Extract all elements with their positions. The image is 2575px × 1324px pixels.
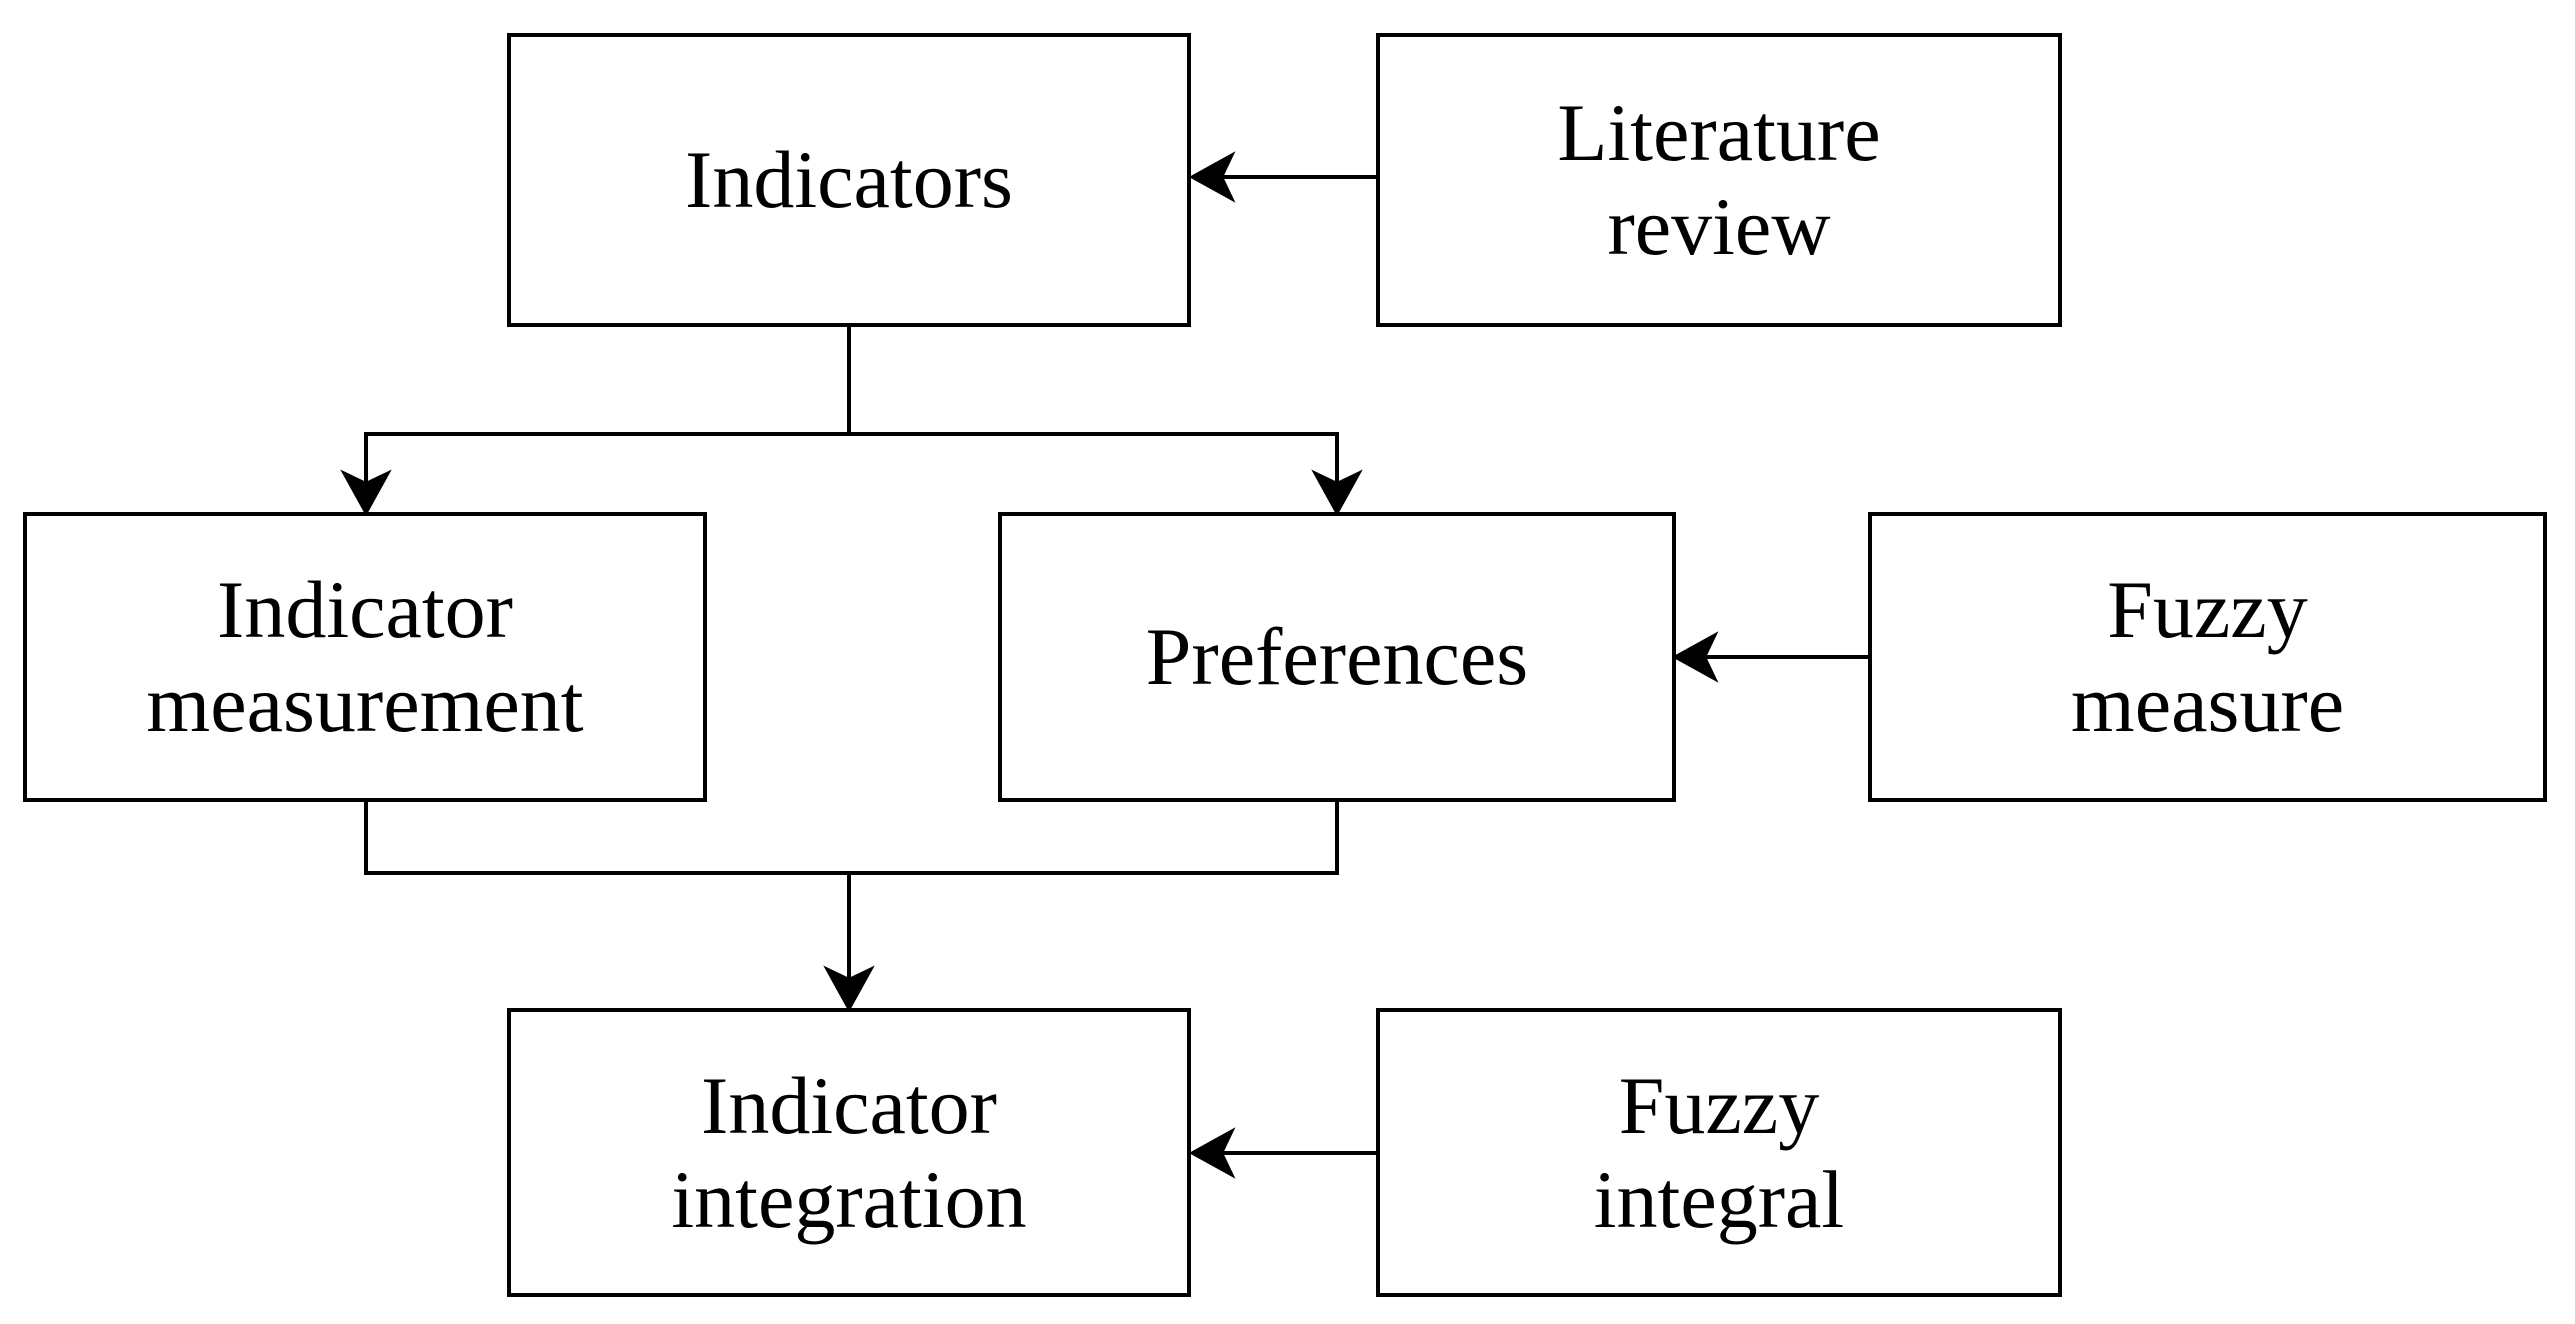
edge-merge-to-indicator-integration: [364, 802, 1339, 1013]
node-label-line: Indicator: [701, 1059, 997, 1151]
node-label-line: Preferences: [1145, 611, 1529, 702]
node-label-line: review: [1607, 181, 1831, 272]
arrowhead-left-icon: [1671, 631, 1719, 683]
arrowhead-left-icon: [1188, 1127, 1236, 1179]
node-label-line: Fuzzy: [2107, 564, 2308, 655]
arrowhead-down-icon: [823, 965, 875, 1013]
edge-fuzzy-integral-to-indicator-integration: [1188, 1127, 1376, 1179]
edge-literature-review-to-indicators: [1188, 151, 1376, 203]
node-label-line: integral: [1593, 1153, 1845, 1245]
node-label-line: Indicators: [685, 134, 1013, 225]
node-fuzzy-measure: Fuzzy measure: [1868, 512, 2547, 802]
arrowhead-down-icon: [340, 469, 392, 517]
arrowhead-left-icon: [1188, 151, 1236, 203]
node-label-line: Literature: [1557, 87, 1881, 178]
node-indicators: Indicators: [507, 33, 1191, 327]
node-preferences: Preferences: [998, 512, 1676, 802]
arrowhead-down-icon: [1311, 469, 1363, 517]
node-label-line: Indicator: [217, 564, 513, 655]
node-indicator-integration: Indicator integration: [507, 1008, 1191, 1297]
node-label-line: integration: [671, 1153, 1027, 1245]
node-fuzzy-integral: Fuzzy integral: [1376, 1008, 2062, 1297]
node-label-line: measure: [2070, 658, 2345, 749]
edge-indicators-to-branch: [340, 327, 1363, 517]
edge-fuzzy-measure-to-preferences: [1671, 631, 1868, 683]
node-label-line: Fuzzy: [1618, 1059, 1820, 1151]
node-literature-review: Literature review: [1376, 33, 2062, 327]
node-indicator-measurement: Indicator measurement: [23, 512, 707, 802]
node-label-line: measurement: [146, 658, 584, 749]
